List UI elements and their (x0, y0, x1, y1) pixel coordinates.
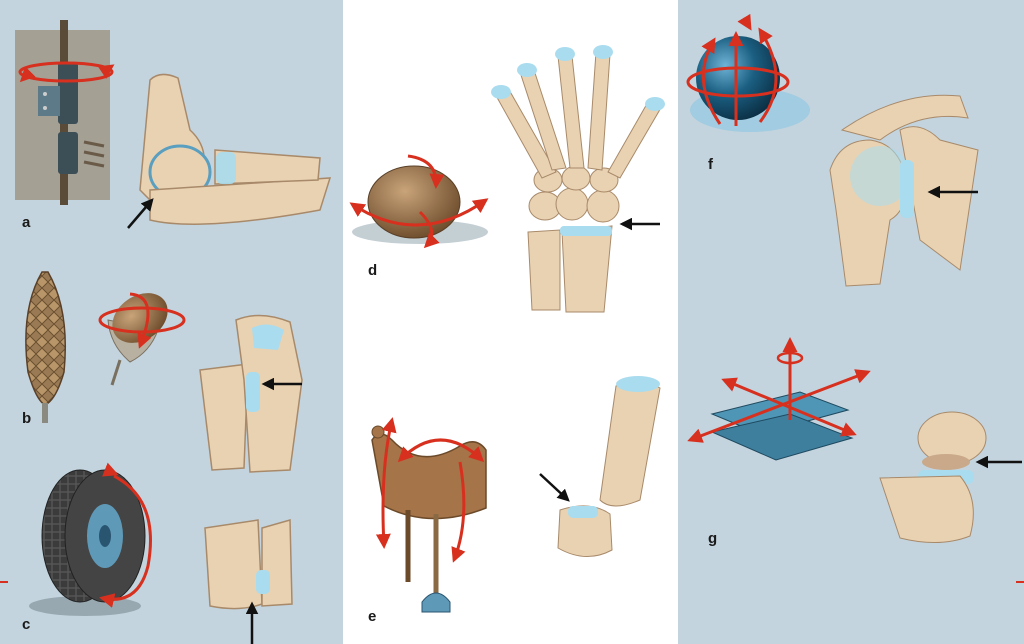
label-b: b (22, 410, 32, 427)
wheel-icon (29, 462, 152, 616)
thumb-saddle-joint-bones (539, 376, 661, 557)
plates-icon (687, 337, 871, 461)
radioulnar-distal-bones (204, 519, 293, 644)
pivot-joint-bones (199, 314, 303, 473)
label-d: d (368, 262, 378, 279)
label-c: c (22, 616, 31, 633)
plane-joint-bones (879, 411, 1022, 544)
label-f: f (708, 156, 713, 173)
elbow-joint (127, 73, 332, 229)
egg-icon (349, 154, 489, 249)
label-a: a (22, 214, 31, 231)
door-hinge-icon (15, 20, 115, 205)
shoulder-joint-bones (829, 94, 979, 287)
acorn-icon (98, 292, 186, 386)
hand-wrist-bones (491, 45, 665, 313)
ball-icon (686, 13, 810, 132)
label-e: e (368, 608, 377, 625)
saddle-icon (371, 417, 487, 613)
label-g: g (708, 530, 718, 547)
pine-cone-icon (25, 271, 67, 423)
